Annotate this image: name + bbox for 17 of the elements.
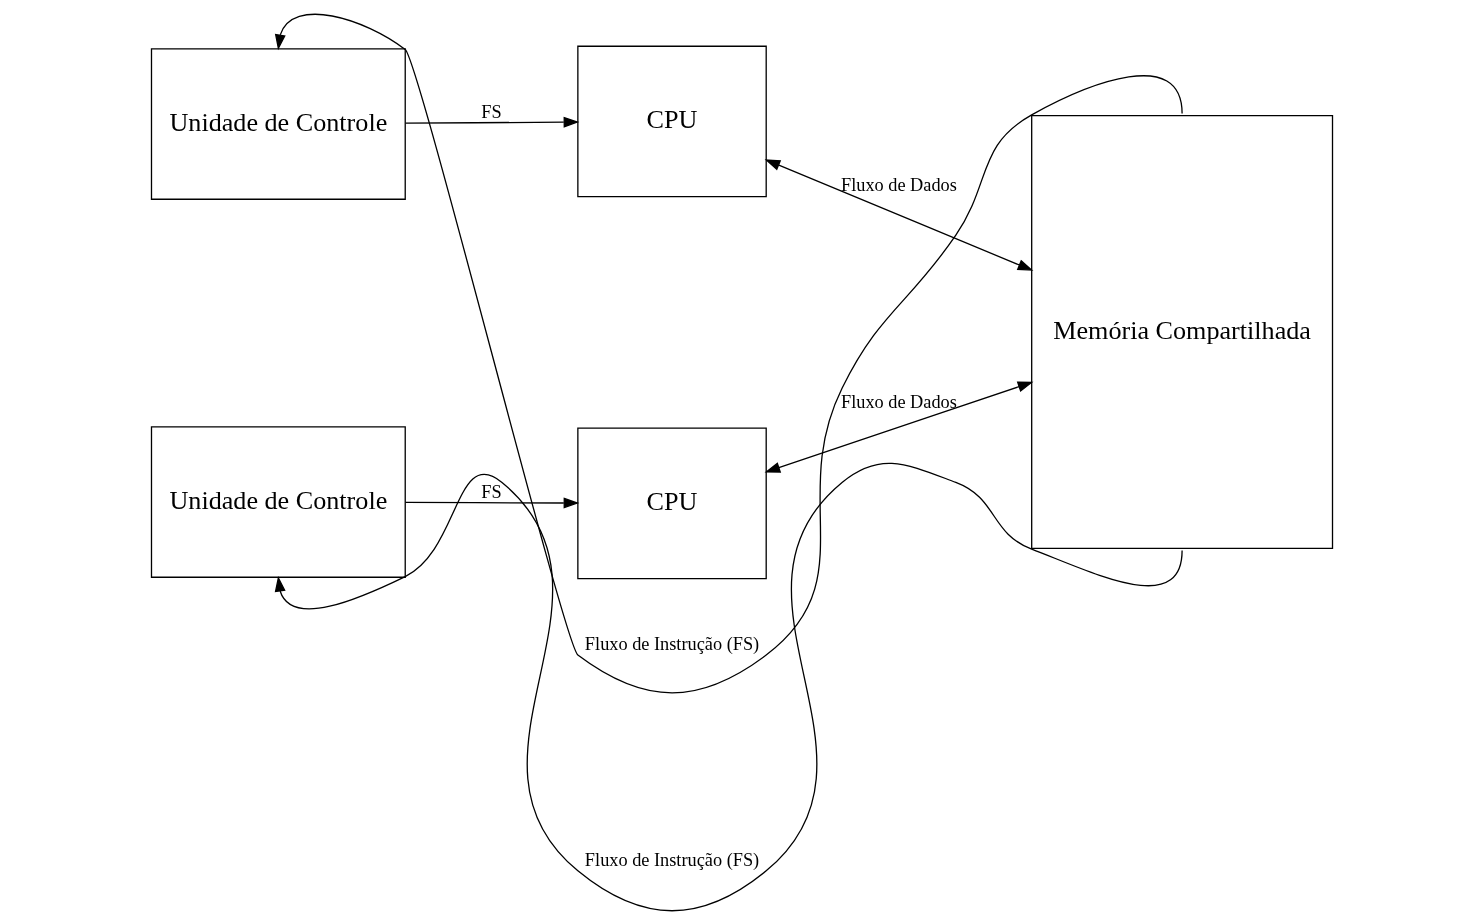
arrow [764,381,1033,473]
arrow [404,497,579,508]
arrow [404,116,579,128]
node-box: CPU [576,427,767,579]
edge-label: FS [480,481,502,502]
node-box: CPU [576,45,767,197]
edge-label: FS [480,101,502,122]
edge-label: Fluxo de Instrução (FS) [584,633,759,654]
arrow [764,158,1033,271]
arrow [274,462,1183,911]
node-box: Memória Compartilhada [1030,114,1333,549]
edge-label: Fluxo de Instrução (FS) [584,849,759,870]
edge-label: Fluxo de Dados [840,391,957,412]
node-box: Unidade de Controle [150,425,406,578]
arrow [274,13,1183,694]
edge-label: Fluxo de Dados [840,174,957,195]
node-box: Unidade de Controle [150,47,406,200]
